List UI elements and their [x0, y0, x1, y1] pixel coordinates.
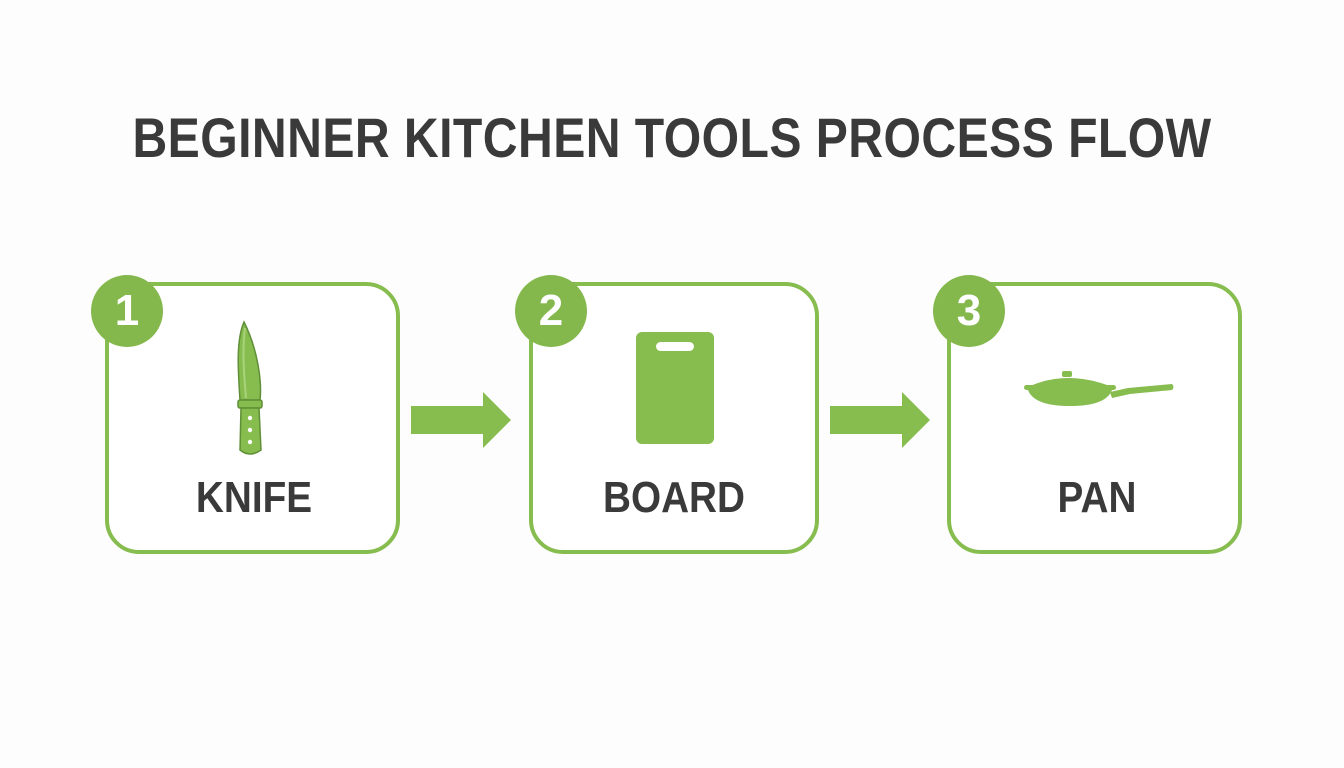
arrow-right-icon — [411, 392, 511, 448]
diagram-title: BEGINNER KITCHEN TOOLS PROCESS FLOW — [132, 106, 1212, 169]
step-3-badge: 3 — [933, 275, 1005, 347]
step-1-label: KNIFE — [195, 473, 313, 522]
step-2-label: BOARD — [603, 473, 745, 522]
step-1-badge: 1 — [91, 275, 163, 347]
frying-pan-icon — [1024, 371, 1174, 406]
arrow-right-icon — [830, 392, 930, 448]
step-3-box — [947, 282, 1242, 554]
cutting-board-icon — [636, 332, 714, 444]
knife-icon — [237, 320, 263, 455]
step-2-badge: 2 — [515, 275, 587, 347]
step-3-label: PAN — [1057, 473, 1137, 522]
